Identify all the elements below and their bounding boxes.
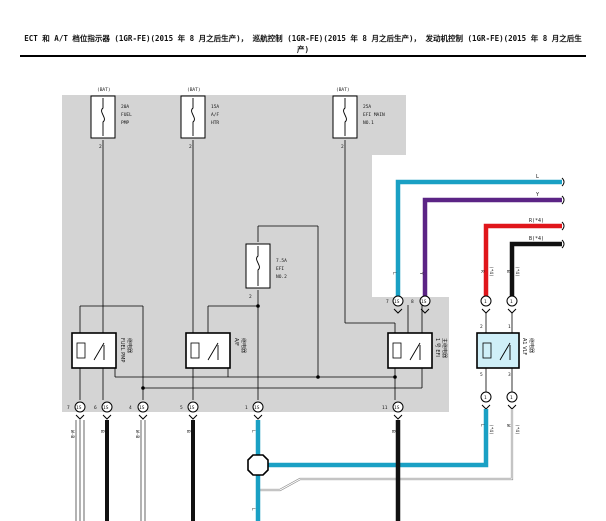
svg-text:1: 1 [484, 299, 487, 305]
wire-Y-purple [422, 197, 562, 296]
relay-efi-main: 1 号 EFI 主继电器 [387, 332, 448, 369]
svg-text:EFI MAIN: EFI MAIN [363, 112, 385, 118]
svg-text:1S: 1S [76, 405, 82, 411]
svg-text:L: L [250, 430, 256, 433]
svg-text:1S: 1S [139, 405, 145, 411]
svg-text:FUEL: FUEL [121, 112, 132, 118]
svg-text:1S: 1S [189, 405, 195, 411]
connector-1s-bottom-7: 1S 7 [67, 401, 86, 420]
svg-text:B: B [185, 430, 191, 433]
relay-a1-vlf: A1 VLF 继电器 2 1 5 3 [476, 324, 535, 378]
svg-text:1: 1 [245, 405, 248, 411]
svg-text:B: B [505, 270, 511, 273]
svg-text:(*4): (*4) [488, 424, 494, 435]
svg-text:A/F: A/F [233, 338, 239, 346]
fuse-fuel-pmp: (BAT) 20A FUEL PMP 2 [90, 87, 132, 150]
relay-af: A/F 继电器 [185, 332, 247, 369]
svg-text:1: 1 [484, 395, 487, 401]
svg-text:R: R [479, 270, 485, 273]
svg-text:1S: 1S [421, 299, 427, 305]
svg-text:W-B: W-B [69, 430, 75, 438]
connector-1s-bottom-11: 1S 11 [382, 401, 404, 420]
svg-text:5: 5 [180, 405, 183, 411]
svg-text:1S: 1S [254, 405, 260, 411]
svg-text:B(*4): B(*4) [529, 236, 544, 242]
svg-text:继电器: 继电器 [240, 338, 247, 353]
fuse-efi-no2: 7.5A EFI NO.2 2 [245, 243, 287, 300]
connector-1s-bottom-4: 1S 4 [129, 401, 149, 420]
svg-text:A1 VLF: A1 VLF [521, 338, 527, 355]
svg-text:NO.1: NO.1 [363, 120, 374, 126]
page-title: ECT 和 A/T 档位指示器 (1GR-FE)(2015 年 8 月之后生产)… [24, 34, 582, 54]
svg-text:(BAT): (BAT) [187, 87, 201, 93]
svg-text:(*4): (*4) [514, 424, 520, 435]
wire-L-cyan-lower [258, 409, 489, 468]
wire-L-cyan [395, 179, 562, 296]
svg-text:W-B: W-B [134, 430, 140, 438]
svg-text:5: 5 [480, 372, 483, 378]
svg-text:3: 3 [508, 372, 511, 378]
svg-text:1S: 1S [394, 299, 400, 305]
svg-text:L: L [391, 272, 397, 275]
connector-1s-top-8: 1S 8 [411, 295, 431, 314]
svg-text:主继电器: 主继电器 [441, 338, 448, 358]
wire-R-red [483, 223, 562, 296]
fuse-af-htr: (BAT) 15A A/F HTR 2 [180, 87, 219, 150]
svg-text:2: 2 [480, 324, 483, 330]
svg-text:4: 4 [129, 405, 132, 411]
svg-text:R(*4): R(*4) [529, 218, 544, 224]
svg-text:继电器: 继电器 [126, 338, 133, 353]
svg-text:L: L [250, 508, 256, 511]
svg-text:1: 1 [508, 324, 511, 330]
svg-text:1S: 1S [394, 405, 400, 411]
connector-1s-top-7: 1S 7 [386, 295, 404, 314]
svg-text:Y: Y [536, 192, 539, 198]
svg-text:7.5A: 7.5A [276, 258, 287, 264]
connector-1s-bottom-6: 1S 6 [94, 401, 113, 420]
svg-text:6: 6 [94, 405, 97, 411]
svg-text:W: W [505, 424, 511, 427]
svg-text:2: 2 [341, 144, 344, 150]
svg-text:Y: Y [418, 272, 424, 275]
svg-text:15A: 15A [211, 104, 219, 110]
svg-text:L: L [479, 424, 485, 427]
svg-text:1S: 1S [103, 405, 109, 411]
svg-text:B: B [99, 430, 105, 433]
connector-1s-bottom-1: 1S 1 [245, 401, 264, 420]
svg-text:8: 8 [411, 299, 414, 305]
svg-text:A/F: A/F [211, 112, 219, 118]
svg-text:(*4): (*4) [488, 266, 494, 277]
svg-text:2: 2 [189, 144, 192, 150]
svg-text:继电器: 继电器 [528, 338, 535, 353]
title-rule [20, 55, 586, 57]
svg-text:PMP: PMP [121, 120, 129, 126]
relay-fuel-pmp: FUEL PMP 继电器 [71, 332, 133, 369]
svg-text:(BAT): (BAT) [336, 87, 350, 93]
wire-W-lower [258, 409, 514, 492]
svg-text:L: L [536, 174, 539, 180]
connector-1s-bottom-5: 1S 5 [180, 401, 199, 420]
svg-text:2: 2 [99, 144, 102, 150]
svg-text:20A: 20A [121, 104, 129, 110]
svg-text:EFI: EFI [276, 266, 284, 272]
svg-text:FUEL PMP: FUEL PMP [119, 338, 125, 362]
svg-text:25A: 25A [363, 104, 371, 110]
svg-text:1 号 EFI: 1 号 EFI [434, 338, 440, 357]
junction-connector [247, 454, 269, 476]
fuse-efi-main: (BAT) 25A EFI MAIN NO.1 2 [332, 87, 385, 150]
svg-text:7: 7 [67, 405, 70, 411]
wire-B-black [509, 241, 562, 296]
svg-text:2: 2 [249, 294, 252, 300]
svg-text:(BAT): (BAT) [97, 87, 111, 93]
svg-text:NO.2: NO.2 [276, 274, 287, 280]
svg-text:HTR: HTR [211, 120, 219, 126]
svg-text:(*4): (*4) [514, 266, 520, 277]
svg-text:11: 11 [382, 405, 388, 411]
svg-text:B: B [390, 430, 396, 433]
svg-text:7: 7 [386, 299, 389, 305]
svg-text:1: 1 [510, 395, 513, 401]
svg-text:1: 1 [510, 299, 513, 305]
